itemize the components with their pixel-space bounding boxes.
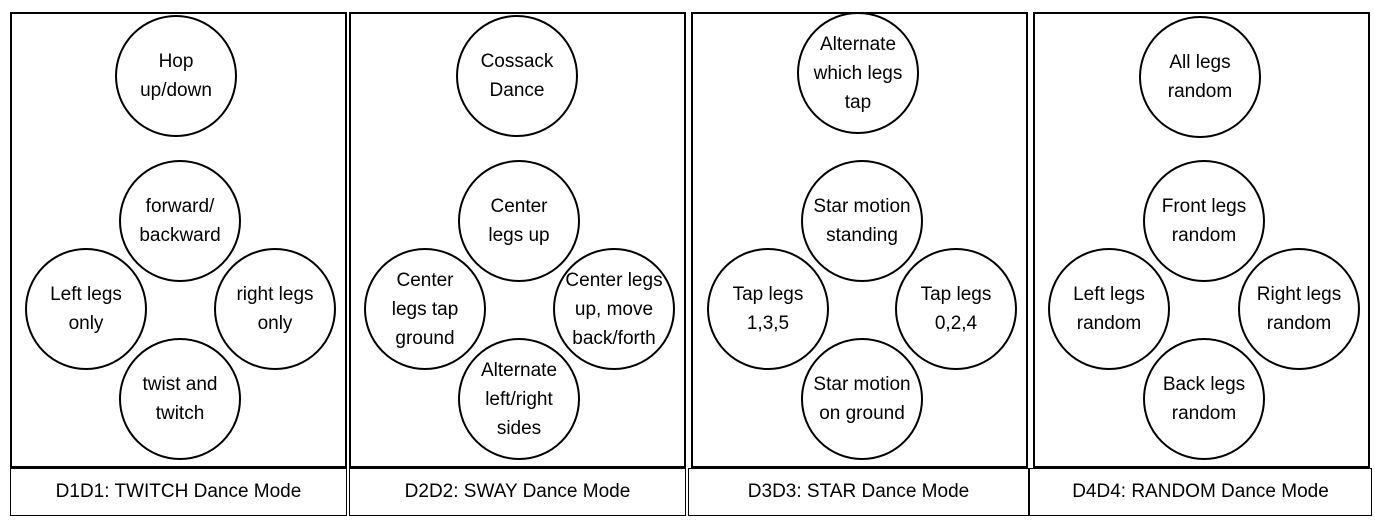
node-label: Front legs random [1161, 196, 1247, 246]
twitch-left-node: Left legs only [25, 248, 147, 370]
node-label: Center legs tap ground [391, 269, 459, 349]
node-label: Alternate left/right sides [480, 359, 558, 439]
twitch-upper-node: forward/ backward [119, 160, 241, 282]
node-label: All legs random [1167, 52, 1233, 102]
twitch-mode-caption: D1D1: TWITCH Dance Mode [10, 468, 347, 516]
random-left-node: Left legs random [1048, 248, 1170, 370]
sway-top-node: Cossack Dance [456, 15, 578, 137]
node-label: Left legs random [1073, 284, 1145, 334]
node-label: Star motion on ground [813, 374, 911, 424]
random-upper-node: Front legs random [1143, 160, 1265, 282]
sway-upper-node: Center legs up [458, 160, 580, 282]
node-label: Center legs up [488, 196, 550, 246]
node-label: Tap legs 0,2,4 [920, 284, 992, 334]
node-label: Alternate which legs tap [813, 33, 903, 113]
star-right-node: Tap legs 0,2,4 [895, 248, 1017, 370]
node-label: Right legs random [1256, 284, 1342, 334]
sway-lower-node: Alternate left/right sides [458, 338, 580, 460]
random-mode-caption: D4D4: RANDOM Dance Mode [1029, 468, 1372, 516]
random-lower-node: Back legs random [1143, 338, 1265, 460]
sway-left-node: Center legs tap ground [364, 248, 486, 370]
star-mode-caption: D3D3: STAR Dance Mode [688, 468, 1029, 516]
node-label: twist and twitch [142, 374, 218, 424]
star-lower-node: Star motion on ground [801, 338, 923, 460]
sway-mode-caption: D2D2: SWAY Dance Mode [349, 468, 686, 516]
node-label: Back legs random [1162, 374, 1246, 424]
node-label: forward/ backward [139, 196, 221, 246]
random-right-node: Right legs random [1238, 248, 1360, 370]
node-label: Center legs up, move back/forth [565, 269, 663, 349]
sway-right-node: Center legs up, move back/forth [553, 248, 675, 370]
node-label: Hop up/down [140, 51, 212, 101]
star-upper-node: Star motion standing [801, 160, 923, 282]
node-label: Tap legs 1,3,5 [732, 284, 804, 334]
twitch-top-node: Hop up/down [115, 15, 237, 137]
star-left-node: Tap legs 1,3,5 [707, 248, 829, 370]
random-top-node: All legs random [1139, 16, 1261, 138]
twitch-right-node: right legs only [214, 248, 336, 370]
node-label: Star motion standing [813, 196, 911, 246]
star-top-node: Alternate which legs tap [797, 12, 919, 134]
node-label: right legs only [236, 284, 314, 334]
node-label: Cossack Dance [480, 51, 554, 101]
twitch-lower-node: twist and twitch [119, 338, 241, 460]
node-label: Left legs only [50, 284, 122, 334]
